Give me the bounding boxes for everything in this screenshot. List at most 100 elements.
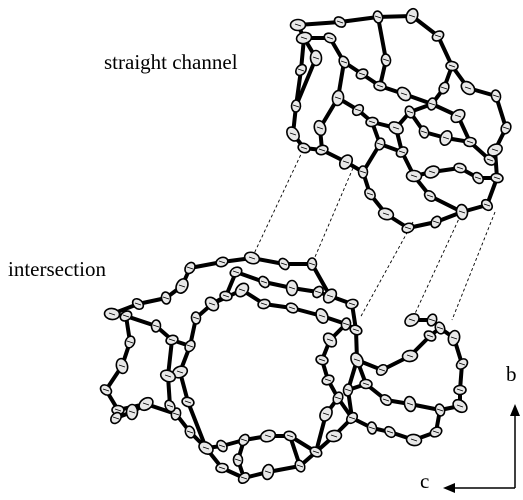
atom-network	[99, 7, 512, 484]
atom-shading	[458, 362, 466, 366]
atom-shading	[102, 388, 110, 392]
atom-shading	[359, 170, 367, 174]
atom-shading	[344, 388, 352, 392]
atom-shading	[264, 434, 272, 438]
atom-shading	[280, 262, 288, 266]
atom-shading	[128, 410, 136, 414]
atom-shading	[318, 148, 326, 152]
atom-shading	[352, 328, 360, 332]
atom-shading	[458, 210, 466, 214]
atom-shading	[318, 358, 326, 362]
atom-shading	[400, 92, 408, 96]
atom-shading	[492, 94, 500, 98]
atom-shading	[456, 166, 464, 170]
atom-shading	[322, 412, 330, 416]
atom-shading	[164, 374, 172, 378]
atom-shading	[202, 446, 210, 450]
atom-shading	[294, 23, 302, 27]
atom-shading	[342, 322, 350, 326]
atom-shading	[348, 302, 356, 306]
atom-shading	[296, 464, 304, 468]
atom-shading	[382, 212, 390, 216]
atom-shading	[336, 20, 344, 24]
atom-shading	[152, 324, 160, 328]
axis-b-label: b	[506, 362, 517, 386]
atom-shading	[368, 120, 376, 124]
atom-shading	[376, 142, 384, 146]
atom-shading	[404, 226, 412, 230]
atom-shading	[410, 174, 418, 178]
atom-shading	[218, 260, 226, 264]
atom-shading	[166, 404, 174, 408]
atom-shading	[326, 36, 334, 40]
atom-shading	[464, 86, 472, 90]
atom-shading	[486, 158, 494, 162]
atom-shading	[420, 130, 428, 134]
atom-shading	[368, 426, 376, 430]
atom-shading	[378, 368, 386, 372]
atom-shading	[434, 34, 442, 38]
atom-shading	[114, 408, 122, 412]
atom-shading	[408, 14, 416, 18]
atom-shading	[440, 86, 448, 90]
atom-shading	[334, 96, 342, 100]
atom-shading	[334, 396, 342, 400]
bond	[186, 400, 208, 450]
axis-indicator	[443, 404, 520, 493]
atom-shading	[248, 256, 256, 260]
atom-shading	[324, 378, 332, 382]
atom-shading	[450, 336, 458, 340]
atom-shading	[428, 102, 436, 106]
atom-shading	[392, 126, 400, 130]
atom-shading	[358, 72, 366, 76]
atom-shading	[176, 370, 184, 374]
atom-shading	[300, 146, 308, 150]
atom-shading	[428, 170, 436, 174]
intersection-label: intersection	[8, 257, 106, 281]
atom-shading	[286, 434, 294, 438]
atom-shading	[326, 338, 334, 342]
atom-shading	[312, 56, 320, 60]
atom-shading	[502, 126, 510, 130]
atom-shading	[218, 444, 226, 448]
atom-shading	[398, 150, 406, 154]
atom-shading	[436, 326, 444, 330]
atom-shading	[260, 302, 268, 306]
atom-shading	[264, 470, 272, 474]
bond	[294, 56, 318, 108]
connector-line-4	[411, 209, 464, 321]
atom-shading	[340, 60, 348, 64]
atom-shading	[474, 176, 482, 180]
atom-shading	[406, 402, 414, 406]
atom-shading	[366, 192, 374, 196]
atom-shading	[186, 430, 194, 434]
atom-shading	[122, 314, 130, 318]
atom-shading	[348, 416, 356, 420]
straight-channel-label: straight channel	[104, 50, 238, 74]
axis-b-arrowhead	[510, 404, 520, 416]
atom-shading	[382, 58, 390, 62]
atom-shading	[108, 312, 116, 316]
atom-shading	[184, 400, 192, 404]
axis-c-label: c	[420, 469, 430, 493]
atom-shading	[426, 194, 434, 198]
atom-shading	[374, 15, 382, 19]
atom-shading	[316, 126, 324, 130]
atom-shading	[432, 430, 440, 434]
atom-shading	[222, 294, 230, 298]
atom-shading	[172, 412, 180, 416]
atom-shading	[448, 64, 456, 68]
atom-shading	[162, 296, 170, 300]
atom-shading	[354, 108, 362, 112]
atom-shading	[178, 284, 186, 288]
atom-shading	[234, 458, 242, 462]
connector-line-5	[451, 211, 496, 321]
atom-shading	[376, 84, 384, 88]
atom-shading	[292, 104, 300, 108]
atom-shading	[288, 306, 296, 310]
atom-shading	[466, 140, 474, 144]
atom-shading	[454, 114, 462, 118]
atom-shading	[456, 404, 464, 408]
atom-shading	[330, 434, 338, 438]
atom-shading	[297, 68, 305, 72]
